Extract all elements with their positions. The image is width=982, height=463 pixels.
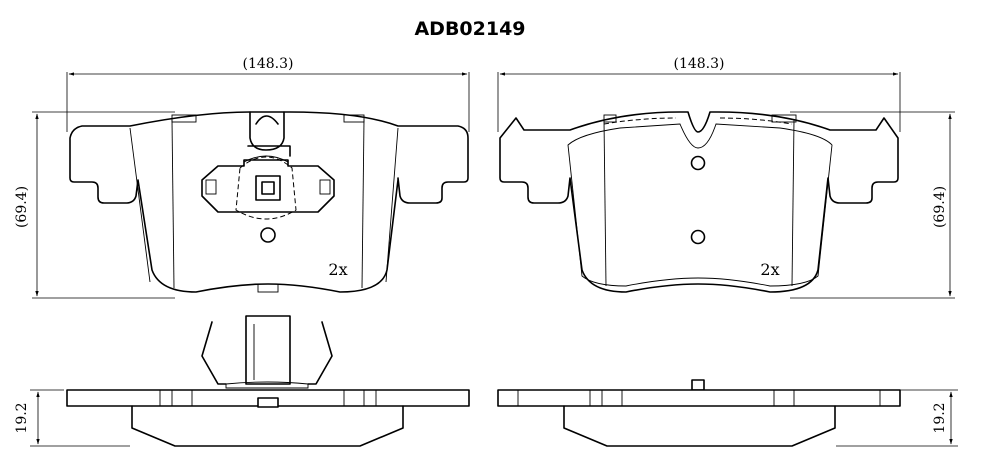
right-pad-front-view: (148.3) (69.4) 2x: [497, 56, 955, 299]
left-bottom-lug: [257, 283, 279, 293]
left-side-spring-clip: [201, 315, 333, 385]
left-chamfer-line-right: [361, 119, 365, 289]
left-center-pin-outer: [255, 175, 281, 201]
left-pad-side-view: 19.2: [14, 315, 470, 447]
left-height-label: (69.4): [14, 186, 30, 228]
right-chamfer-line-left: [603, 119, 607, 287]
left-wear-sensor-clip: [247, 111, 291, 157]
part-number-title: ADB02149: [414, 18, 525, 40]
right-top-lug-left: [603, 114, 617, 123]
left-width-label: (148.3): [242, 56, 293, 72]
left-spring-plate: [201, 159, 335, 213]
left-thickness-label: 19.2: [14, 402, 30, 433]
right-top-lug-right: [771, 114, 797, 123]
right-dashed-edge-left: [603, 117, 677, 125]
left-lower-hole: [260, 227, 276, 243]
left-side-clip-base: [225, 381, 309, 389]
right-lower-hole: [690, 229, 706, 245]
right-height-label: (69.4): [932, 186, 948, 228]
left-friction-material-outline: [129, 127, 399, 283]
right-side-friction-block: [563, 405, 836, 447]
left-spring-tab-left: [205, 179, 217, 195]
left-backing-plate-outline: [69, 111, 469, 293]
left-side-friction-block: [131, 405, 404, 447]
left-pad-front-view: (148.3) (69.4) 2x: [14, 56, 470, 299]
right-upper-hole: [690, 155, 706, 171]
left-chamfer-line-left: [171, 119, 175, 289]
right-thickness-label: 19.2: [932, 402, 948, 433]
right-pad-side-view: 19.2: [497, 379, 958, 447]
right-dashed-edge-right: [719, 117, 793, 125]
left-top-lug-left: [171, 114, 197, 123]
left-spring-tab-right: [319, 179, 331, 195]
right-side-top-tab: [691, 379, 705, 391]
right-chamfer-line-right: [791, 119, 795, 287]
right-quantity-label: 2x: [760, 260, 779, 279]
right-width-label: (148.3): [673, 56, 724, 72]
right-side-backing-plate: [497, 389, 901, 407]
left-top-lug-right: [343, 114, 365, 123]
left-side-center-pin: [257, 397, 279, 408]
right-friction-outline: [567, 123, 833, 287]
right-backing-plate-outline: [499, 111, 899, 293]
left-dashed-contact-area: [235, 156, 297, 220]
left-quantity-label: 2x: [328, 260, 347, 279]
left-center-pin-inner: [261, 181, 275, 195]
